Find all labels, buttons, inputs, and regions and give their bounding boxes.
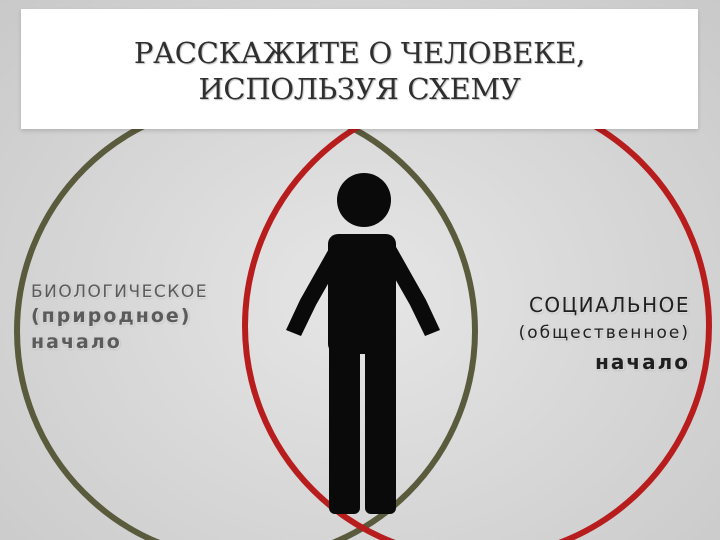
biological-subtitle: (природное) xyxy=(31,305,192,327)
social-subtitle: (общественное) xyxy=(518,323,690,343)
social-heading: СОЦИАЛЬНОЕ xyxy=(528,293,690,317)
title-line-1: РАССКАЖИТЕ О ЧЕЛОВЕКЕ, xyxy=(133,36,586,70)
social-label: СОЦИАЛЬНОЕ (общественное) начало xyxy=(519,291,690,377)
biological-label: БИОЛОГИЧЕСКОЕ (природное) начало xyxy=(31,281,208,355)
social-end: начало xyxy=(595,350,690,374)
title-banner: РАССКАЖИТЕ О ЧЕЛОВЕКЕ, ИСПОЛЬЗУЯ СХЕМУ xyxy=(21,9,698,129)
title-line-2: ИСПОЛЬЗУЯ СХЕМУ xyxy=(198,72,521,106)
page-title: РАССКАЖИТЕ О ЧЕЛОВЕКЕ, ИСПОЛЬЗУЯ СХЕМУ xyxy=(21,35,698,107)
biological-end: начало xyxy=(31,331,122,353)
biological-heading: БИОЛОГИЧЕСКОЕ xyxy=(31,282,208,302)
person-icon xyxy=(286,173,440,514)
